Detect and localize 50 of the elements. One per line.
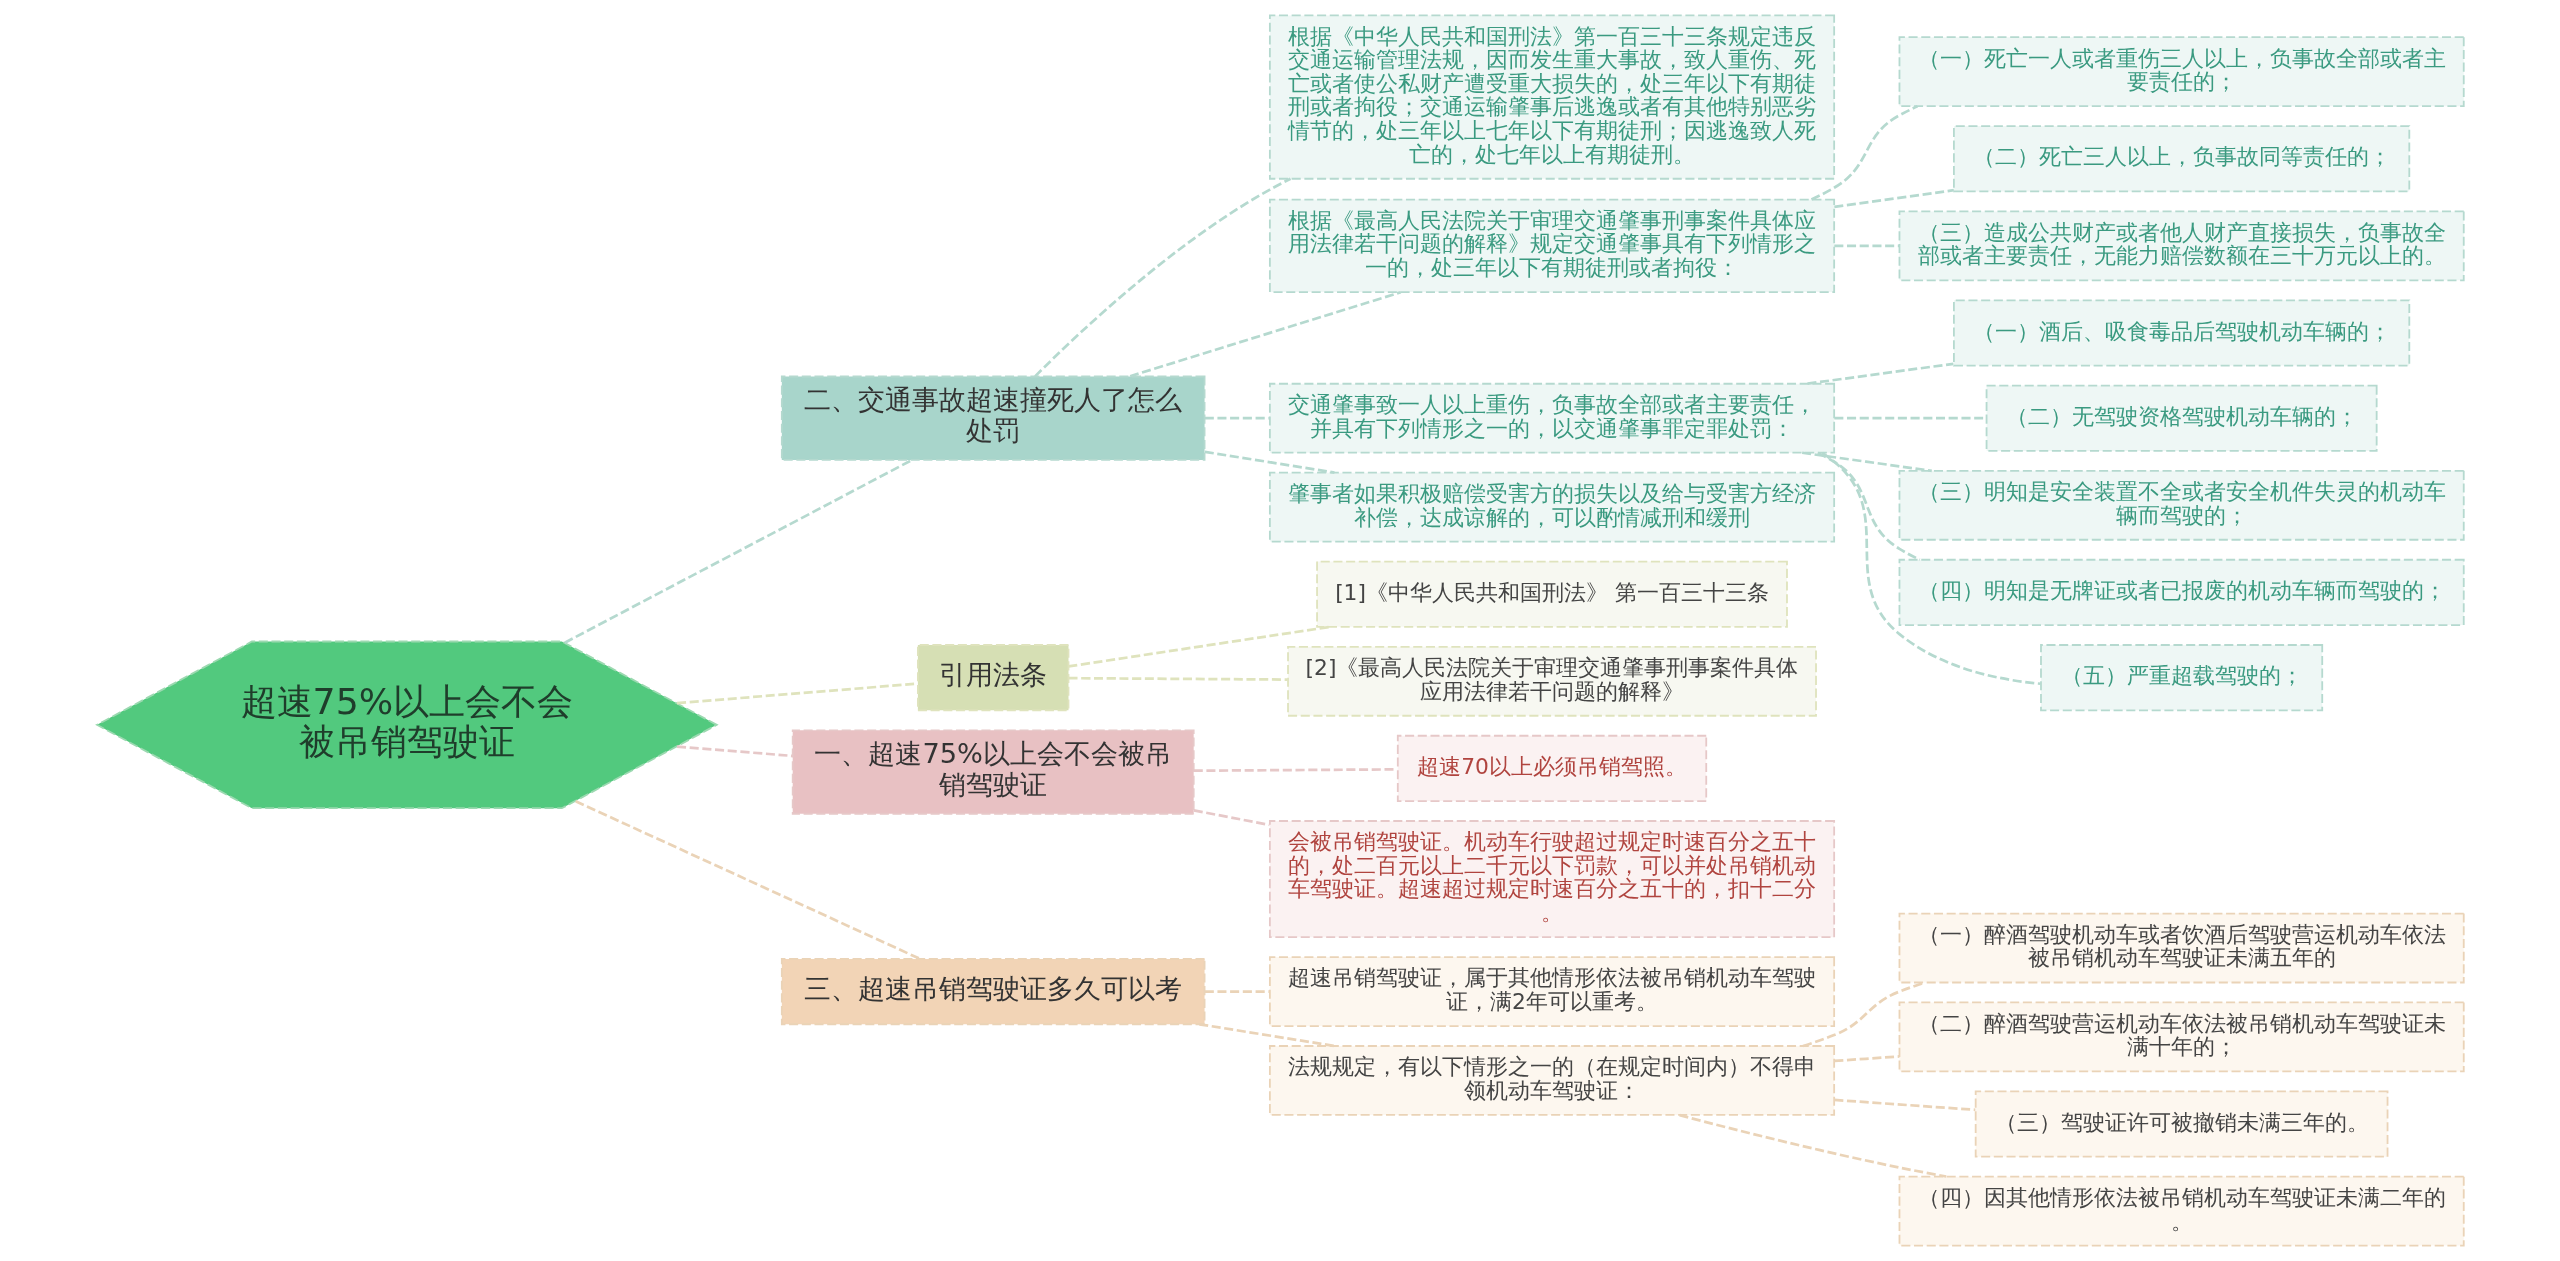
node-box: （五）严重超载驾驶的； [2039, 644, 2323, 712]
node-box: 根据《中华人民共和国刑法》第一百三十三条规定违反交通运输管理法规，因而发生重大事故，致人重伤、死亡或者使公私财产遭受重大损失的，处三年以下有期徒刑或者拘役；交通运输肇事后逃逸或者有其他特别恶劣情节的，处三年以上七年以下有期徒刑；因逃逸致人死亡的，处七年以上有期徒刑。 [1268, 14, 1835, 180]
connector [1833, 416, 1986, 420]
connector [1068, 676, 1287, 681]
connector [1833, 188, 1954, 209]
connector [1204, 450, 1335, 474]
connector [676, 745, 792, 758]
connector [1810, 105, 1918, 201]
node-box: 超速吊销驾驶证，属于其他情形依法被吊销机动车驾驶证，满2年可以重考。 [1268, 956, 1835, 1027]
connector [1067, 625, 1330, 668]
node-box: [2]《最高人民法院关于审理交通肇事刑事案件具体应用法律若干问题的解释》 [1286, 645, 1817, 717]
connector [563, 458, 912, 644]
connector [1816, 451, 1920, 561]
connector [1129, 290, 1401, 378]
node-box: （一）酒后、吸食毒品后驾驶机动车辆的； [1952, 299, 2410, 367]
connector [1802, 981, 1925, 1048]
node-box: 三、超速吊销驾驶证多久可以考 [780, 958, 1205, 1026]
node-box: （二）死亡三人以上，负事故同等责任的； [1952, 125, 2410, 193]
node-box: 会被吊销驾驶证。机动车行驶超过规定时速百分之五十的，处二百元以上二千元以下罚款，可以并处吊销机动车驾驶证。超速超过规定时速百分之五十的，扣十二分。 [1268, 820, 1835, 939]
node-box: （四）因其他情形依法被吊销机动车驾驶证未满二年的。 [1898, 1175, 2465, 1247]
node-box: 二、交通事故超速撞死人了怎么处罚 [780, 375, 1205, 461]
node-box: （一）醉酒驾驶机动车或者饮酒后驾驶营运机动车依法被吊销机动车驾驶证未满五年的 [1898, 912, 2465, 984]
connector [1833, 244, 1899, 248]
node-box: （二）醉酒驾驶营运机动车依法被吊销机动车驾驶证未满十年的； [1898, 1001, 2465, 1073]
node-box: 肇事者如果积极赔偿受害方的损失以及给与受害方经济补偿，达成谅解的，可以酌情减刑和缓刑 [1268, 471, 1835, 543]
node-box: [1]《中华人民共和国刑法》 第一百三十三条 [1315, 560, 1788, 628]
connector [1833, 1098, 1975, 1112]
node-box: （一）死亡一人或者重伤三人以上，负事故全部或者主要责任的； [1898, 36, 2465, 108]
connector [1204, 416, 1270, 420]
connector [1033, 177, 1291, 378]
node-box: （三）驾驶证许可被撤销未满三年的。 [1974, 1090, 2388, 1158]
node-box: 交通肇事致一人以上重伤，负事故全部或者主要责任，并具有下列情形之一的，以交通肇事罪定罪处罚： [1268, 382, 1835, 454]
node-box: （三）明知是安全装置不全或者安全机件失灵的机动车辆而驾驶的； [1898, 469, 2465, 541]
connector [574, 800, 920, 960]
node-box: 根据《最高人民法院关于审理交通肇事刑事案件具体应用法律若干问题的解释》规定交通肇事具有下列情形之一的，处三年以下有期徒刑或者拘役： [1268, 198, 1835, 294]
connector [1193, 809, 1270, 827]
connector [676, 682, 917, 705]
connector [1806, 362, 1954, 385]
connector [1833, 1055, 1899, 1063]
connector [1801, 451, 1932, 473]
node-box: 一、超速75%以上会不会被吊销驾驶证 [791, 729, 1195, 815]
node-box: （四）明知是无牌证或者已报废的机动车辆而驾驶的； [1898, 558, 2465, 626]
node-box: 法规规定，有以下情形之一的（在规定时间内）不得申领机动车驾驶证： [1268, 1045, 1835, 1116]
node-box: 引用法条 [916, 644, 1069, 712]
connector [1204, 990, 1270, 993]
node-box: （三）造成公共财产或者他人财产直接损失，负事故全部或者主要责任，无能力赔偿数额在三十万元以上的。 [1898, 210, 2465, 282]
node-box: 超速70以上必须吊销驾照。 [1396, 734, 1707, 802]
node-box: （二）无驾驶资格驾驶机动车辆的； [1985, 384, 2378, 452]
connector [1678, 1113, 1946, 1178]
connector [1821, 451, 2041, 686]
